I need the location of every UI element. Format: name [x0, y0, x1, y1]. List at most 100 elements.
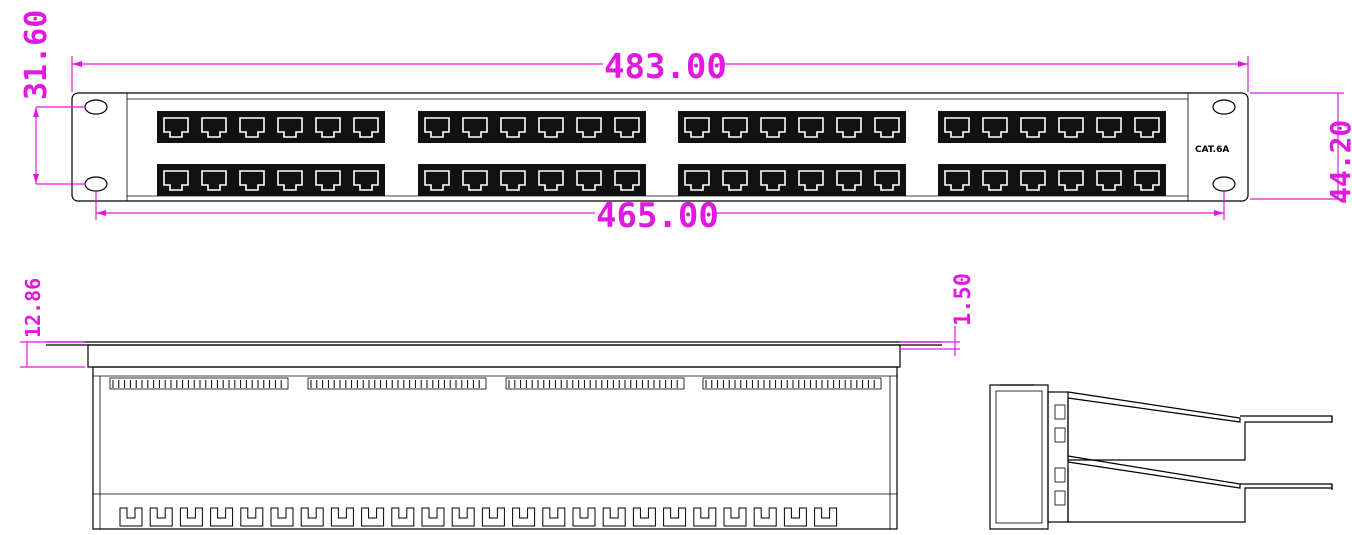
cable-slot [421, 507, 445, 527]
cable-slot [270, 507, 294, 527]
rj45-port [754, 111, 792, 143]
rj45-port [494, 111, 532, 143]
mounting-hole-top-left [84, 99, 108, 115]
dimension-hole-spacing: 465.00 [95, 192, 1225, 236]
rj45-port [532, 164, 570, 196]
cable-slot [783, 507, 807, 527]
rj45-port-array [157, 111, 1166, 196]
cable-slot [119, 507, 143, 527]
rj45-port [1052, 164, 1090, 196]
rj45-port [830, 111, 868, 143]
rj45-port [678, 164, 716, 196]
rj45-port [792, 111, 830, 143]
punchdown-block [505, 377, 685, 390]
rj45-port [347, 164, 385, 196]
rj45-port [532, 111, 570, 143]
rj45-port [271, 164, 309, 196]
dim-text-31-60: 31.60 [19, 10, 54, 100]
rj45-port [347, 111, 385, 143]
front-view: CAT.6A 483.00 465.00 [19, 10, 1352, 236]
punchdown-block [307, 377, 487, 390]
cable-slot [330, 507, 354, 527]
mounting-hole-bottom-left [84, 176, 108, 192]
cable-slot [179, 507, 203, 527]
rj45-port [157, 111, 195, 143]
rj45-port [456, 111, 494, 143]
cable-slot [542, 507, 566, 527]
rj45-port [309, 111, 347, 143]
rj45-port [570, 111, 608, 143]
cable-slot [361, 507, 385, 527]
rj45-port [1014, 164, 1052, 196]
rj45-port [868, 111, 906, 143]
rear-body [92, 366, 898, 530]
dimension-panel-height: 44.20 [1250, 92, 1352, 204]
cable-slot [572, 507, 596, 527]
rear-view: 12.86 1.50 [20, 273, 976, 530]
punchdown-blocks [109, 377, 882, 390]
cable-slot [481, 507, 505, 527]
mounting-hole-top-right [1212, 99, 1236, 115]
dim-text-12-86: 12.86 [21, 278, 45, 338]
rj45-port [570, 164, 608, 196]
dimension-depth: 12.86 [20, 278, 85, 368]
rj45-port [678, 111, 716, 143]
rj45-port [754, 164, 792, 196]
rj45-port [608, 111, 646, 143]
panel-label: CAT.6A [1195, 145, 1229, 155]
dim-text-483: 483.00 [604, 47, 727, 87]
rj45-port [1014, 111, 1052, 143]
front-panel-inner-frame [126, 92, 1189, 202]
rj45-port [938, 164, 976, 196]
cable-slot [300, 507, 324, 527]
mounting-hole-bottom-right [1212, 176, 1236, 192]
rj45-port [1090, 111, 1128, 143]
rj45-port [1128, 111, 1166, 143]
rj45-port [418, 164, 456, 196]
cable-slot [814, 507, 838, 527]
dim-text-44-20: 44.20 [1324, 120, 1352, 204]
rj45-port [938, 111, 976, 143]
punchdown-block [702, 377, 882, 390]
cable-slots [119, 507, 838, 527]
dimension-flange-thickness: 1.50 [900, 273, 976, 356]
cable-slot [602, 507, 626, 527]
rj45-port [792, 164, 830, 196]
rj45-port [1052, 111, 1090, 143]
dimension-hole-vertical: 31.60 [19, 10, 86, 185]
rj45-port [608, 164, 646, 196]
rj45-port [195, 164, 233, 196]
rj45-port [976, 164, 1014, 196]
dim-text-1-50: 1.50 [951, 273, 976, 326]
rj45-port [195, 111, 233, 143]
rj45-port [233, 111, 271, 143]
cable-slot [512, 507, 536, 527]
dim-text-465: 465.00 [596, 196, 719, 236]
rj45-port [418, 111, 456, 143]
cable-slot [451, 507, 475, 527]
cable-slot [149, 507, 173, 527]
rear-body-upper [87, 344, 901, 368]
rj45-port [309, 164, 347, 196]
rj45-port [1090, 164, 1128, 196]
rj45-port [716, 164, 754, 196]
rj45-port [456, 164, 494, 196]
cable-slot [632, 507, 656, 527]
punchdown-block [109, 377, 289, 390]
rj45-port [976, 111, 1014, 143]
rj45-port [830, 164, 868, 196]
cable-slot [693, 507, 717, 527]
cable-slot [240, 507, 264, 527]
rj45-port [157, 164, 195, 196]
cable-slot [210, 507, 234, 527]
rj45-port [494, 164, 532, 196]
rj45-port [868, 164, 906, 196]
side-profile-view [989, 384, 1333, 530]
rj45-port [716, 111, 754, 143]
dimension-overall-width: 483.00 [71, 47, 1249, 92]
cable-slot [391, 507, 415, 527]
cable-slot [663, 507, 687, 527]
cable-slot [723, 507, 747, 527]
rj45-port [1128, 164, 1166, 196]
